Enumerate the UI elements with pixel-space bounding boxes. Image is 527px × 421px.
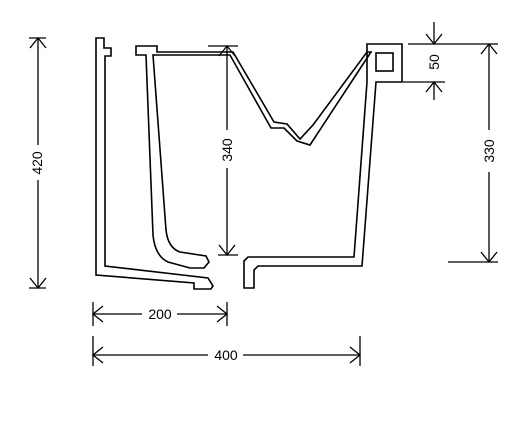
dim-label-50: 50 bbox=[426, 54, 442, 70]
dim-right-height: 330 bbox=[408, 42, 498, 264]
dim-overall-height: 420 bbox=[29, 36, 47, 290]
dim-label-420: 420 bbox=[29, 151, 45, 175]
dim-top-lip: 50 bbox=[403, 22, 445, 100]
right-wall bbox=[243, 43, 403, 289]
dim-overall-width: 400 bbox=[91, 336, 362, 366]
dim-label-330: 330 bbox=[481, 139, 497, 163]
dim-label-400: 400 bbox=[214, 347, 238, 363]
dim-inner-height: 340 bbox=[208, 44, 238, 257]
profile-outline bbox=[95, 37, 403, 290]
dim-label-200: 200 bbox=[148, 306, 172, 322]
dim-base-width: 200 bbox=[91, 302, 229, 326]
pocket-hole bbox=[375, 52, 394, 72]
left-inner-wall bbox=[135, 45, 373, 269]
left-outer-wall bbox=[95, 37, 214, 290]
dim-label-340: 340 bbox=[219, 138, 235, 162]
